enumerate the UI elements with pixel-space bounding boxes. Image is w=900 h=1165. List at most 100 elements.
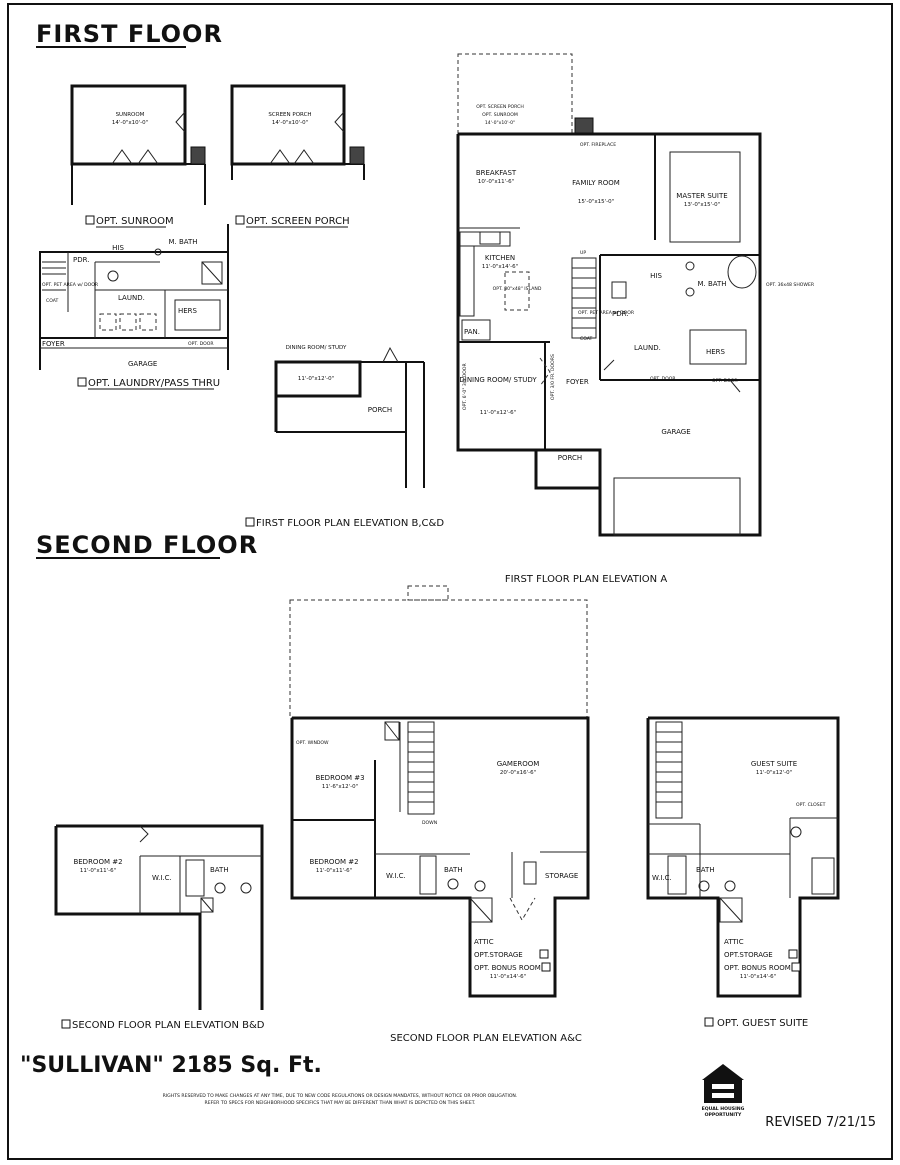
main-garage-label: GARAGE [661,428,690,436]
guest-attic-label: ATTIC [724,938,744,946]
main-laund-label: LAUND. [634,344,661,352]
guest-opt-storage-checkbox[interactable] [788,949,798,959]
elev-bcd-checkbox[interactable] [245,517,255,527]
logo-line-1: EQUAL HOUSING [702,1106,745,1112]
logo-line-2: OPPORTUNITY [705,1112,742,1118]
laundry-garage-label: GARAGE [128,360,157,368]
first-floor-header: FIRST FLOOR [36,20,223,48]
main-dining-dim: 11'-0"x12'-6" [480,410,516,416]
main-his-label: HIS [650,272,662,280]
sheet-border [7,3,893,1160]
center-opt-storage-label: OPT.STORAGE [474,951,523,959]
opt-sunroom-caption: OPT. SUNROOM [96,216,174,227]
laundry-foyer-label: FOYER [42,340,65,348]
main-opt-sunroom: OPT. SUNROOM [482,112,518,118]
second-bd-caption: SECOND FLOOR PLAN ELEVATION B&D [72,1020,265,1031]
bd-bedroom2-label: BEDROOM #2 [73,858,122,866]
opt-sunroom-checkbox[interactable] [85,215,95,225]
opt-guest-caption: OPT. GUEST SUITE [717,1018,808,1029]
main-hers-label: HERS [706,348,726,356]
screen-porch-dim: 14'-0"x10'-0" [272,120,308,126]
center-bonus-dim: 11'-0"x14'-6" [490,974,526,980]
disclaimer-line-2: REFER TO SPECS FOR NEIGHBORHOOD SPECIFIC… [205,1100,476,1106]
stairs-up-label: UP [580,250,586,256]
guest-bonus-dim: 11'-0"x14'-6" [740,974,776,980]
opt-laundry-caption: OPT. LAUNDRY/PASS THRU [88,378,220,389]
elev-bcd-caption: FIRST FLOOR PLAN ELEVATION B,C&D [256,518,444,529]
sunroom-dim: 14'-0"x10'-0" [112,120,148,126]
revised-date: REVISED 7/21/15 [765,1115,876,1130]
disclaimer-line-1: RIGHTS RESERVED TO MAKE CHANGES AT ANY T… [163,1093,518,1099]
bcd-dining-label: DINING ROOM/ STUDY [286,345,347,351]
laundry-opt-door-label: OPT. DOOR [188,341,214,347]
family-room-label: FAMILY ROOM [572,179,620,187]
main-opt-screen-porch: OPT. SCREEN PORCH [476,104,524,110]
bcd-porch-label: PORCH [368,406,392,414]
bd-bath-label: BATH [210,866,229,874]
gameroom-label: GAMEROOM [497,760,540,768]
center-opt-bonus-label: OPT. BONUS ROOM [474,964,541,972]
opt-island-label: OPT. 30"x48" ISLAND [493,286,542,292]
laundry-laund-label: LAUND. [118,294,145,302]
center-opt-storage-checkbox[interactable] [539,949,549,959]
main-dining-label: DINING ROOM/ STUDY [459,376,537,384]
guest-opt-storage-label: OPT.STORAGE [724,951,773,959]
sunroom-label: SUNROOM [116,112,145,118]
elev-bcd-plan: DINING ROOM/ STUDY 11'-0"x12'-0" PORCH [274,345,425,488]
bd-bedroom2-dim: 11'-0"x11'-6" [80,868,116,874]
bd-wic-label: W.I.C. [152,874,172,882]
bedroom3-dim: 11'-6"x12'-0" [322,784,358,790]
center-storage-label: STORAGE [545,872,578,880]
opt-6-0-door-label: OPT. 6'-0" 3/0 DOOR [462,362,468,410]
bcd-dining-dim: 11'-0"x12'-0" [298,376,334,382]
second-floor-header: SECOND FLOOR [36,531,258,559]
pantry-label: PAN. [464,328,480,336]
center-bedroom2-label: BEDROOM #2 [309,858,358,866]
guest-opt-bonus-checkbox[interactable] [791,962,801,972]
main-pdr-label: PDR. [612,310,628,318]
center-opt-bonus-checkbox[interactable] [541,962,551,972]
opt-laundry-plan: HIS M. BATH PDR. LAUND. HERS FOYER GARAG… [39,224,229,370]
opt-guest-suite-plan: GUEST SUITE 11'-0"x12'-0" OPT. CLOSET W.… [646,716,840,998]
main-opt-door-2: OPT. DOOR [712,378,738,384]
master-suite-label: MASTER SUITE [676,192,727,200]
breakfast-label: BREAKFAST [476,169,517,177]
second-bd-checkbox[interactable] [61,1019,71,1029]
opt-laundry-checkbox[interactable] [77,377,87,387]
gameroom-dim: 20'-0"x16'-6" [500,770,536,776]
center-bath-label: BATH [444,866,463,874]
main-porch-label: PORCH [558,454,582,462]
main-opt-door-1: OPT. DOOR [650,376,676,382]
opt-window-label: OPT. WINDOW [296,740,329,746]
kitchen-label: KITCHEN [485,254,515,262]
laundry-coat-label: COAT [46,298,59,304]
family-room-dim: 15'-0"x15'-0" [578,199,614,205]
second-ac-caption: SECOND FLOOR PLAN ELEVATION A&C [390,1033,582,1044]
guest-wic-label: W.I.C. [652,874,672,882]
master-suite-dim: 13'-0"x15'-0" [684,202,720,208]
opt-screen-porch-checkbox[interactable] [235,215,245,225]
bedroom3-label: BEDROOM #3 [315,774,364,782]
center-attic-label: ATTIC [474,938,494,946]
opt-3-0-door-label: OPT. 3/0 FR. DOORS [550,354,556,400]
equal-housing-logo: EQUAL HOUSING OPPORTUNITY [698,1060,748,1118]
guest-bath-label: BATH [696,866,715,874]
second-floor-bd-plan: BEDROOM #2 11'-0"x11'-6" W.I.C. BATH [54,824,264,1010]
second-floor-ac-plan: BEDROOM #3 11'-6"x12'-0" OPT. WINDOW GAM… [289,585,590,998]
elev-a-caption: FIRST FLOOR PLAN ELEVATION A [505,574,668,585]
laundry-pet-area-label: OPT. PET AREA w/ DOOR [42,282,99,288]
opt-closet-label: OPT. CLOSET [796,802,826,808]
main-opt-fireplace: OPT. FIREPLACE [580,142,616,148]
stairs-down-label: DOWN [422,820,437,826]
opt-screen-porch-caption: OPT. SCREEN PORCH [246,216,350,227]
laundry-mbath-label: M. BATH [168,238,197,246]
laundry-his-label: HIS [112,244,124,252]
screen-porch-label: SCREEN PORCH [268,112,311,118]
laundry-pdr-label: PDR. [73,256,89,264]
main-foyer-label: FOYER [566,378,589,386]
center-wic-label: W.I.C. [386,872,406,880]
main-opt-sunroom-dim: 14'-0"x10'-0" [485,120,515,126]
center-bedroom2-dim: 11'-0"x11'-6" [316,868,352,874]
opt-guest-checkbox[interactable] [704,1017,714,1027]
